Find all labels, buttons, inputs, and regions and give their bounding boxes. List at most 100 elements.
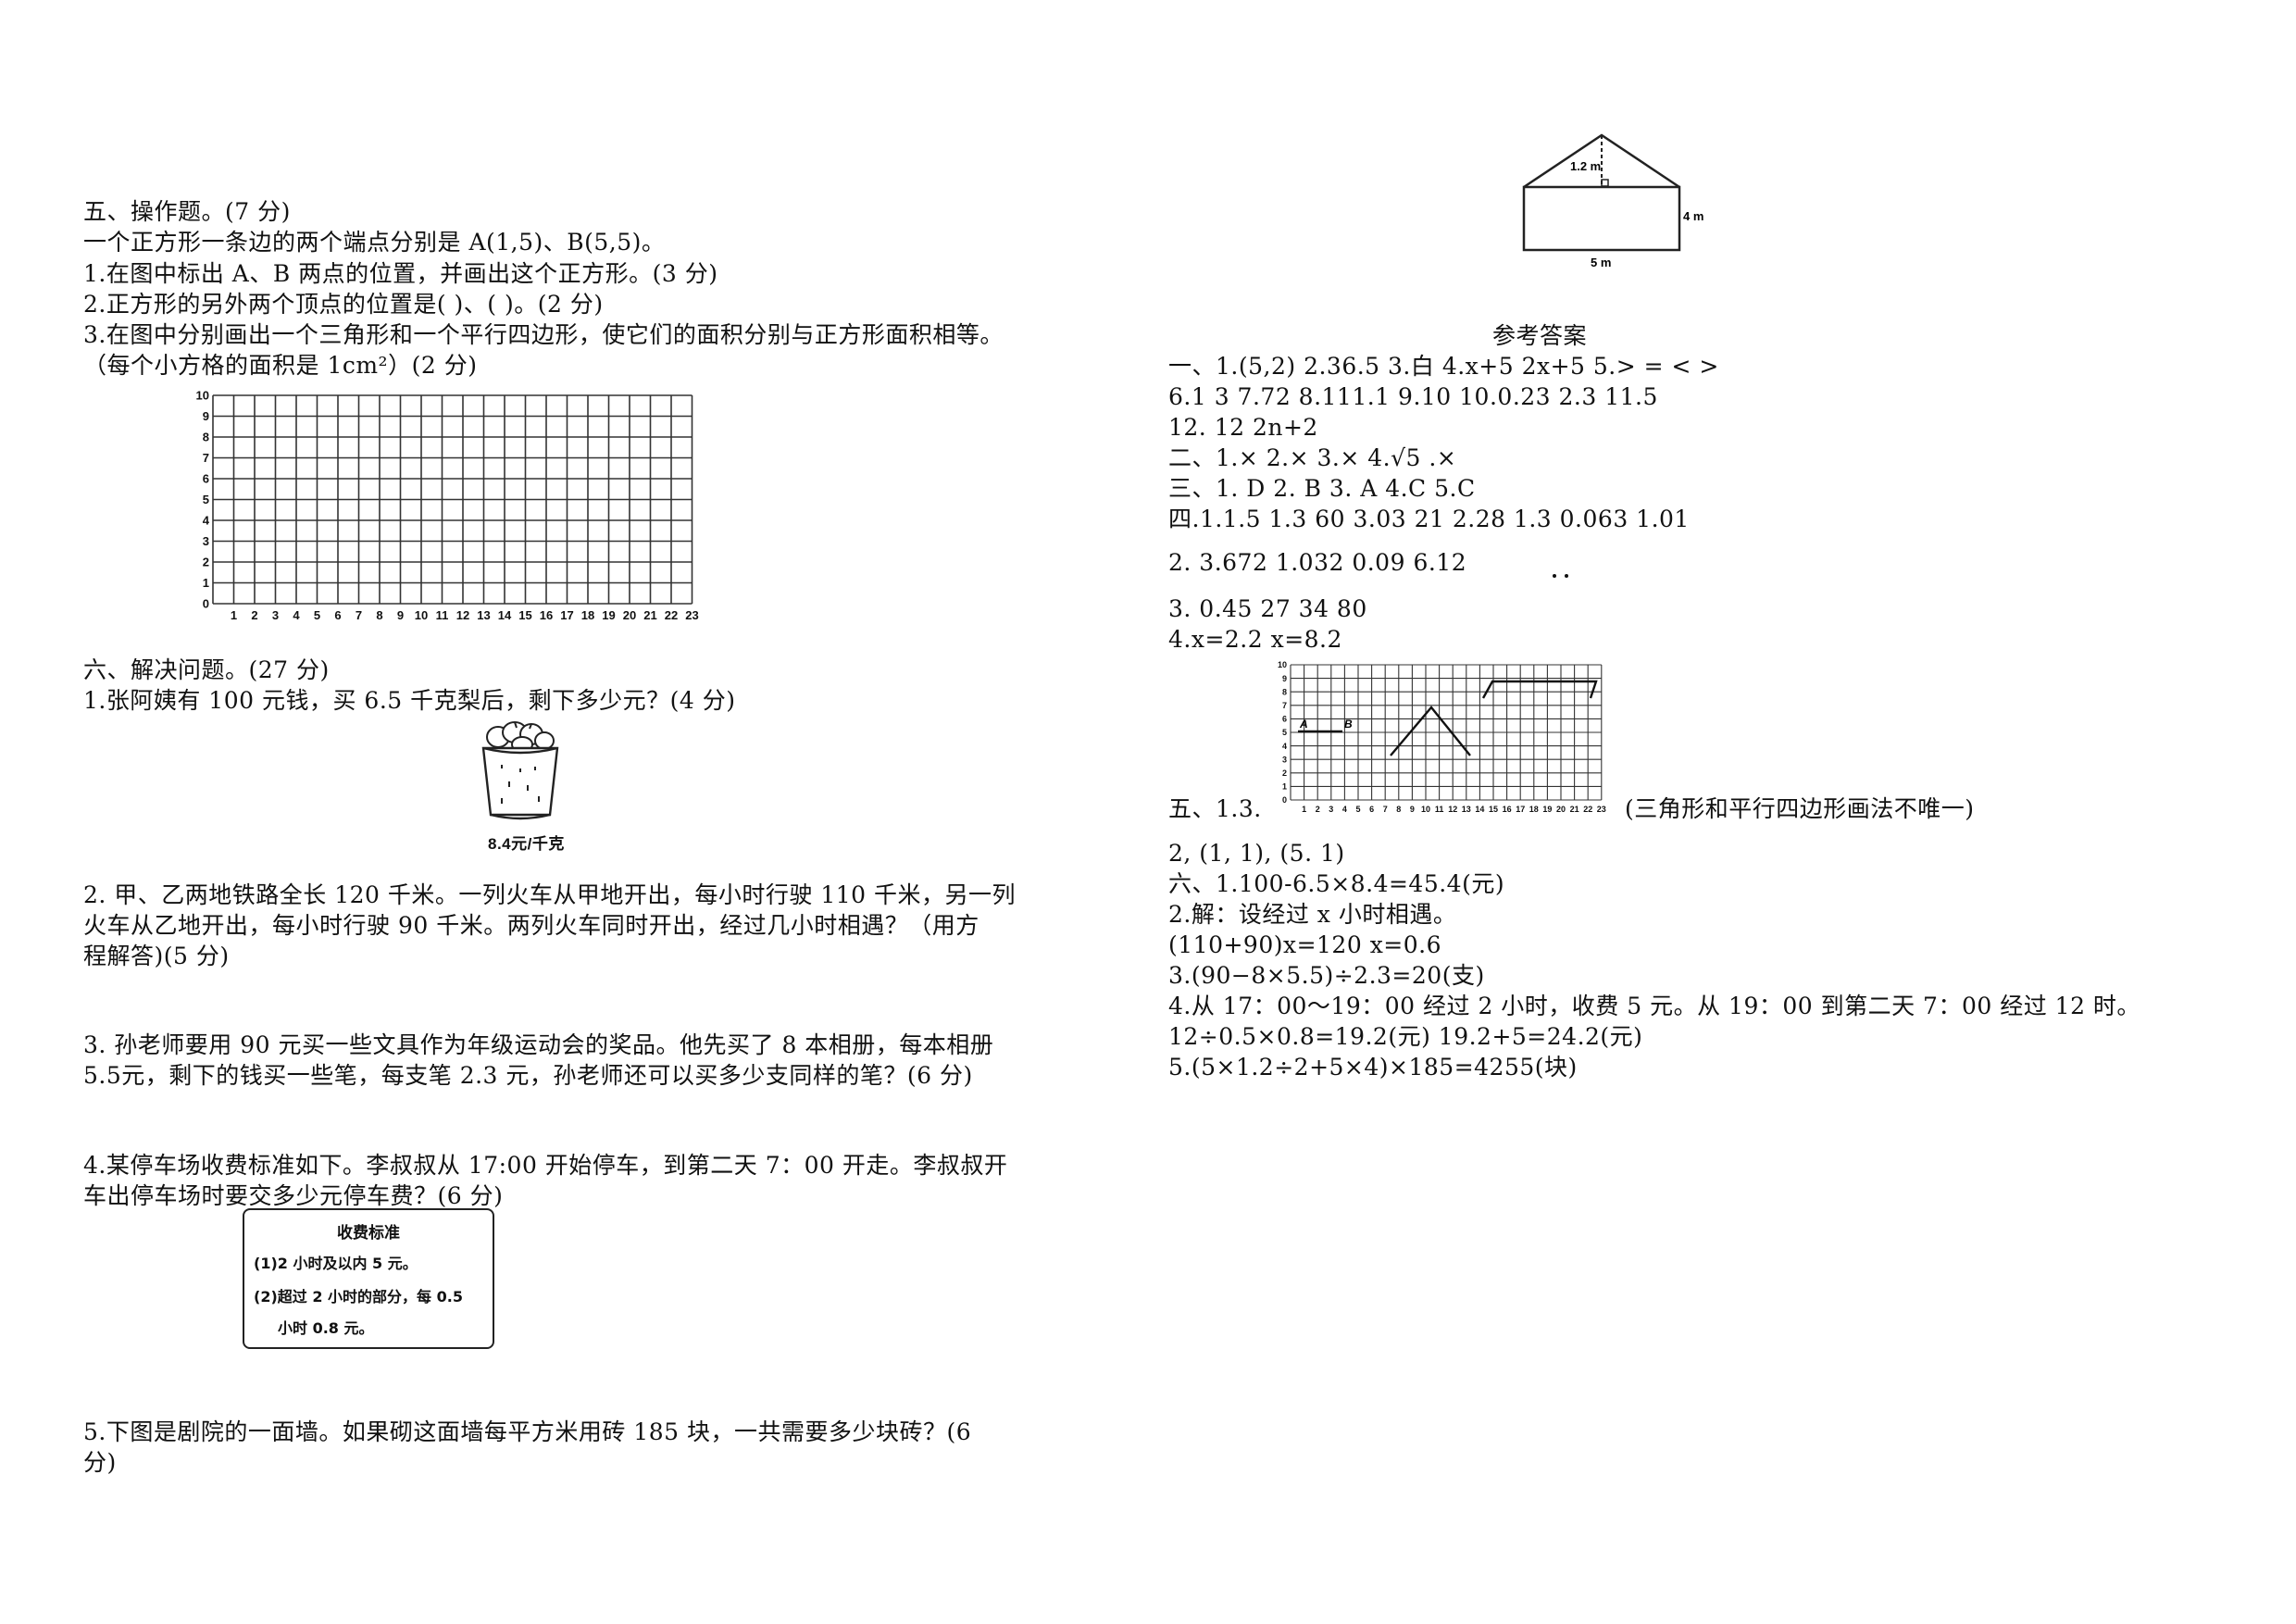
section5-intro: 一个正方形一条边的两个端点分别是 A(1,5)、B(5,5)。 xyxy=(83,229,666,256)
y-tick-label: 4 xyxy=(203,514,210,528)
fee-rule-1: (1)2 小时及以内 5 元。 xyxy=(254,1255,418,1272)
x-tick-label: 13 xyxy=(477,608,490,622)
x-tick-label: 23 xyxy=(685,608,698,622)
section6-title: 六、解决问题。(27 分) xyxy=(83,656,330,683)
answer-section4-line1: 四.1.1.5 1.3 60 3.03 21 2.28 1.3 0.063 1.… xyxy=(1168,506,1690,532)
x-tick-label: 4 xyxy=(293,608,300,622)
x-tick-label: 11 xyxy=(1435,805,1444,814)
section6-question5-line2: 分) xyxy=(83,1449,117,1476)
wall-height-label: 1.2 m xyxy=(1570,159,1601,173)
x-tick-label: 19 xyxy=(1542,805,1552,814)
section5-question3-line1: 3.在图中分别画出一个三角形和一个平行四边形，使它们的面积分别与正方形面积相等。 xyxy=(83,321,1004,348)
y-tick-label: 0 xyxy=(1282,795,1287,805)
x-tick-label: 16 xyxy=(1503,805,1512,814)
x-tick-label: 17 xyxy=(560,608,573,622)
answer-section3: 三、1. D 2. B 3. A 4.C 5.C xyxy=(1168,475,1476,502)
answer-section6-q3: 3.(90−8×5.5)÷2.3=20(支) xyxy=(1168,962,1485,989)
y-tick-label: 6 xyxy=(1282,715,1287,724)
wall-base-label: 5 m xyxy=(1591,256,1611,269)
y-tick-label: 10 xyxy=(1278,660,1287,669)
point-a-label: A xyxy=(1299,718,1308,731)
answer-drawing xyxy=(1298,680,1598,756)
x-tick-label: 6 xyxy=(334,608,341,622)
answer-section6-q1: 六、1.100-6.5×8.4=45.4(元) xyxy=(1168,870,1505,897)
answer-section1-line2: 6.1 3 7.72 8.111.1 9.10 10.0.23 2.3 11.5 xyxy=(1168,383,1658,410)
y-tick-label: 0 xyxy=(203,597,209,611)
answer-section5-note: (三角形和平行四边形画法不唯一) xyxy=(1625,795,1975,822)
x-tick-label: 2 xyxy=(1316,805,1320,814)
x-tick-label: 20 xyxy=(1556,805,1566,814)
answer-section1-line3: 12. 12 2n+2 xyxy=(1168,414,1318,441)
y-tick-label: 8 xyxy=(203,431,209,444)
answer-section6-q5: 5.(5×1.2÷2+5×4)×185=4255(块) xyxy=(1168,1054,1578,1081)
section6-question4-line1: 4.某停车场收费标准如下。李叔叔从 17:00 开始停车，到第二天 7：00 开… xyxy=(83,1152,1008,1179)
answer-section6-q2a: 2.解：设经过 x 小时相遇。 xyxy=(1168,901,1457,928)
x-tick-label: 2 xyxy=(251,608,257,622)
wall-body xyxy=(1522,185,1681,252)
pear-price-label: 8.4元/千克 xyxy=(488,835,565,853)
section6-question3-line2: 5.5元，剩下的钱买一些笔，每支笔 2.3 元，孙老师还可以买多少支同样的笔？(… xyxy=(83,1062,973,1089)
y-tick-label: 6 xyxy=(203,472,209,486)
x-tick-label: 20 xyxy=(623,608,636,622)
answer-section2: 二、1.× 2.× 3.× 4.√5 .× xyxy=(1168,444,1457,471)
answer-triangle xyxy=(1390,706,1471,756)
y-tick-label: 8 xyxy=(1282,687,1287,696)
x-tick-label: 15 xyxy=(518,608,531,622)
x-tick-label: 6 xyxy=(1369,805,1374,814)
answer-section4-line2: 2. 3.672 1.032 0.09 6.12 xyxy=(1168,549,1467,576)
answer-section5-label: 五、1.3. xyxy=(1168,795,1262,822)
section6-question5-line1: 5.下图是剧院的一面墙。如果砌这面墙每平方米用砖 185 块，一共需要多少块砖？… xyxy=(83,1418,972,1445)
x-tick-label: 14 xyxy=(1475,805,1484,814)
section6-question2-line3: 程解答)(5 分) xyxy=(83,943,230,969)
x-tick-label: 18 xyxy=(1529,805,1539,814)
x-tick-label: 1 xyxy=(231,608,237,622)
x-tick-label: 1 xyxy=(1302,805,1306,814)
x-tick-label: 22 xyxy=(1583,805,1592,814)
section5-title: 五、操作题。(7 分) xyxy=(83,198,291,225)
section5-question3-line2: （每个小方格的面积是 1cm²）(2 分) xyxy=(83,352,478,379)
x-tick-label: 10 xyxy=(415,608,428,622)
answer-section6-q4a: 4.从 17：00～19：00 经过 2 小时，收费 5 元。从 19：00 到… xyxy=(1168,993,2140,1019)
x-tick-label: 15 xyxy=(1489,805,1498,814)
x-tick-label: 9 xyxy=(397,608,404,622)
y-tick-label: 7 xyxy=(203,451,209,465)
answer-section6-q4b: 12÷0.5×0.8=19.2(元) 19.2+5=24.2(元) xyxy=(1168,1023,1643,1050)
fee-rule-2-cont: 小时 0.8 元。 xyxy=(278,1319,374,1337)
y-tick-label: 3 xyxy=(1282,755,1287,764)
answer-section4-line3: 3. 0.45 27 34 80 xyxy=(1168,595,1367,622)
section5-question2: 2.正方形的另外两个顶点的位置是( )、( )。(2 分) xyxy=(83,291,604,318)
y-tick-label: 3 xyxy=(203,534,209,548)
x-tick-label: 13 xyxy=(1462,805,1471,814)
section6-question1: 1.张阿姨有 100 元钱，买 6.5 千克梨后，剩下多少元？(4 分) xyxy=(83,687,736,714)
y-tick-label: 1 xyxy=(203,576,209,590)
x-tick-label: 18 xyxy=(581,608,594,622)
x-tick-label: 12 xyxy=(1448,805,1457,814)
answer-section5-q2: 2, (1, 1), (5. 1) xyxy=(1168,840,1345,867)
y-tick-label: 2 xyxy=(203,556,209,569)
section6-question3-line1: 3. 孙老师要用 90 元买一些文具作为年级运动会的奖品。他先买了 8 本相册，… xyxy=(83,1031,994,1058)
answer-section4-line4: 4.x=2.2 x=8.2 xyxy=(1168,626,1342,653)
x-tick-label: 7 xyxy=(1383,805,1388,814)
wall-side-label: 4 m xyxy=(1683,209,1703,223)
x-tick-label: 8 xyxy=(376,608,382,622)
x-tick-label: 12 xyxy=(456,608,469,622)
x-tick-label: 23 xyxy=(1597,805,1606,814)
y-tick-label: 10 xyxy=(196,389,209,403)
x-tick-label: 22 xyxy=(665,608,678,622)
x-tick-label: 16 xyxy=(540,608,553,622)
fee-rule-2: (2)超过 2 小时的部分，每 0.5 xyxy=(254,1288,463,1305)
x-tick-label: 4 xyxy=(1342,805,1347,814)
x-tick-label: 9 xyxy=(1410,805,1415,814)
bucket-icon xyxy=(481,746,559,820)
y-tick-label: 4 xyxy=(1282,742,1287,751)
y-tick-label: 7 xyxy=(1282,701,1287,710)
y-tick-label: 5 xyxy=(203,493,209,506)
section5-question1: 1.在图中标出 A、B 两点的位置，并画出这个正方形。(3 分) xyxy=(83,260,718,287)
answer-section1-line1: 一、1.(5,2) 2.36.5 3.白 4.x+5 2x+5 5.> = < … xyxy=(1168,353,1719,380)
answers-title: 参考答案 xyxy=(1492,322,1588,349)
section6-question4-line2: 车出停车场时要交多少元停车费？(6 分) xyxy=(83,1182,504,1209)
